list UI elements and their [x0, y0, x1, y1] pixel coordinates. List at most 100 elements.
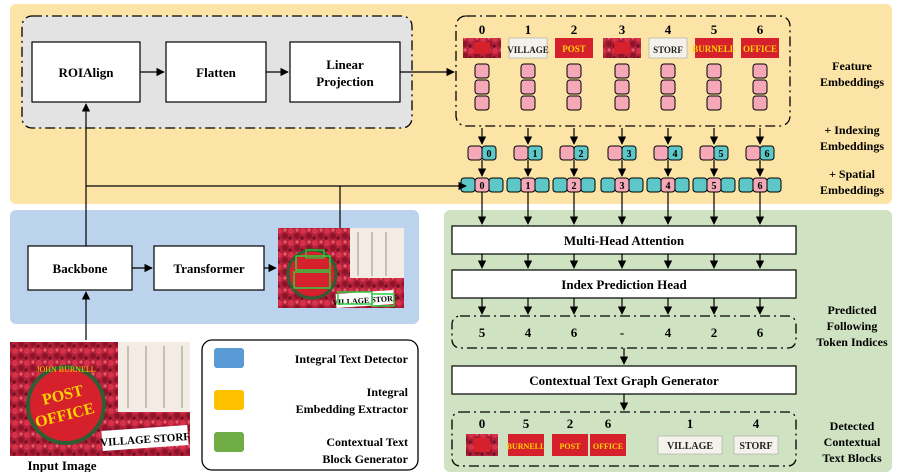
- linear-projection-block: [289, 41, 401, 103]
- index-embed-pink: [653, 145, 669, 161]
- indexing-embeddings-label-1: + Indexing: [824, 123, 879, 137]
- sign-top-text: JOHN BURNELL: [36, 365, 95, 374]
- spatial-embed-teal-2: [628, 177, 644, 193]
- feature-cell: [566, 63, 582, 79]
- feature-cell: [474, 79, 490, 95]
- crop-bg: [695, 38, 733, 58]
- index-embed-teal: [481, 145, 497, 161]
- detected-group-a-crop-2: [552, 434, 588, 456]
- token-id-4: 4: [665, 22, 672, 37]
- index-embed-id: 4: [673, 149, 678, 160]
- detected-group-a-id-1: 5: [523, 416, 530, 431]
- spatial-embed-id: 1: [526, 181, 531, 192]
- legend-box: [201, 339, 419, 471]
- crop-bg: [508, 37, 548, 59]
- detected-group-a-text-1: BURNELL: [507, 442, 546, 451]
- detected-group-a-id-3: 6: [605, 416, 612, 431]
- feature-cell: [706, 63, 722, 79]
- feature-cell: [474, 95, 490, 111]
- detected-group-a-id-2: 2: [567, 416, 574, 431]
- feature-cell: [614, 63, 630, 79]
- predicted-indices-container: [451, 315, 797, 349]
- index-embed-teal: [713, 145, 729, 161]
- detected-label-1: Detected: [830, 419, 875, 433]
- spatial-embed-teal: [646, 177, 662, 193]
- feature-cell: [566, 79, 582, 95]
- crop-text: STORF: [653, 45, 683, 55]
- predicted-index-0: 5: [479, 325, 486, 340]
- crop-sign: [474, 42, 490, 54]
- crop-text: BURNELL: [692, 44, 736, 54]
- index-embed-pink: [745, 145, 761, 161]
- predicted-index-1: 4: [525, 325, 532, 340]
- detected-group-b-id-0: 1: [687, 416, 694, 431]
- crop-bg: [741, 38, 779, 58]
- spatial-embed-id: 3: [620, 181, 625, 192]
- detected-group-b-id-1: 4: [753, 416, 760, 431]
- spatial-embed-teal-2: [674, 177, 690, 193]
- crop-text: POST: [562, 44, 586, 54]
- index-embed-pink: [513, 145, 529, 161]
- index-embed-pink: [559, 145, 575, 161]
- input-image-label: Input Image: [28, 458, 97, 472]
- predicted-index-3: -: [620, 325, 624, 340]
- crop-text: OFFICE: [743, 44, 777, 54]
- spatial-embed-teal: [506, 177, 522, 193]
- predicted-label-3: Token Indices: [816, 335, 888, 349]
- token-id-3: 3: [619, 22, 626, 37]
- attention-label: Multi-Head Attention: [564, 233, 685, 248]
- detected-group-a-text-3: OFFICE: [593, 442, 623, 451]
- transformer-block: [153, 245, 265, 291]
- detected-group-b-crop-0: [657, 435, 723, 455]
- token-id-2: 2: [571, 22, 578, 37]
- feature-cell: [614, 79, 630, 95]
- token-id-6: 6: [757, 22, 764, 37]
- feature-embeddings-label-1: Feature: [832, 59, 872, 73]
- spatial-embed-teal-2: [766, 177, 782, 193]
- spatial-embed-teal: [460, 177, 476, 193]
- feature-embeddings-container: [455, 15, 791, 127]
- feature-cell: [520, 95, 536, 111]
- index-embed-teal: [573, 145, 589, 161]
- feature-cell: [706, 79, 722, 95]
- spatial-embed-id: 4: [666, 181, 671, 192]
- linear-projection-label-2: Projection: [316, 74, 374, 89]
- transformer-label: Transformer: [173, 261, 244, 276]
- legend-swatch-generator: [214, 432, 244, 452]
- token-id-1: 1: [525, 22, 532, 37]
- attention-block: [451, 225, 797, 255]
- index-embed-id: 0: [487, 149, 492, 160]
- input-image: JOHN BURNELL POST OFFICE VILLAGE STORF: [10, 342, 191, 456]
- token-crop-6: OFFICE: [741, 38, 779, 58]
- feature-cell: [752, 79, 768, 95]
- legend-swatch-extractor: [214, 390, 244, 410]
- index-embed-teal: [667, 145, 683, 161]
- token-crop-1: VILLAGE: [507, 37, 549, 59]
- token-columns: 0001VILLAGE112POST223334STORF445BURNELL5…: [460, 22, 782, 315]
- spatial-embed-teal-2: [580, 177, 596, 193]
- feature-cell: [660, 63, 676, 79]
- indexing-embeddings-label-2: Embeddings: [820, 139, 884, 153]
- spatial-embed-teal: [552, 177, 568, 193]
- legend-generator-label-1: Contextual Text: [326, 435, 408, 449]
- predicted-index-5: 2: [711, 325, 718, 340]
- index-embed-pink: [467, 145, 483, 161]
- detected-group-a-text-2: POST: [560, 442, 582, 451]
- predicted-index-2: 6: [571, 325, 578, 340]
- legend-generator-label-2: Block Generator: [322, 452, 408, 466]
- detected-group-a-sign-0: [474, 438, 490, 452]
- linear-projection-label-1: Linear: [326, 57, 364, 72]
- feature-cell: [614, 95, 630, 111]
- token-crop-3: [603, 38, 641, 58]
- index-embed-id: 5: [719, 149, 724, 160]
- token-crop-4: STORF: [648, 37, 688, 59]
- detected-blocks-container: [451, 411, 797, 467]
- spatial-embed-id: 0: [480, 181, 485, 192]
- index-head-block: [451, 269, 797, 299]
- predicted-label-1: Predicted: [827, 303, 876, 317]
- flatten-label: Flatten: [196, 65, 236, 80]
- feature-embeddings-label-2: Embeddings: [820, 75, 884, 89]
- legend-swatch-detector: [214, 348, 244, 368]
- crop-bg: [648, 37, 688, 59]
